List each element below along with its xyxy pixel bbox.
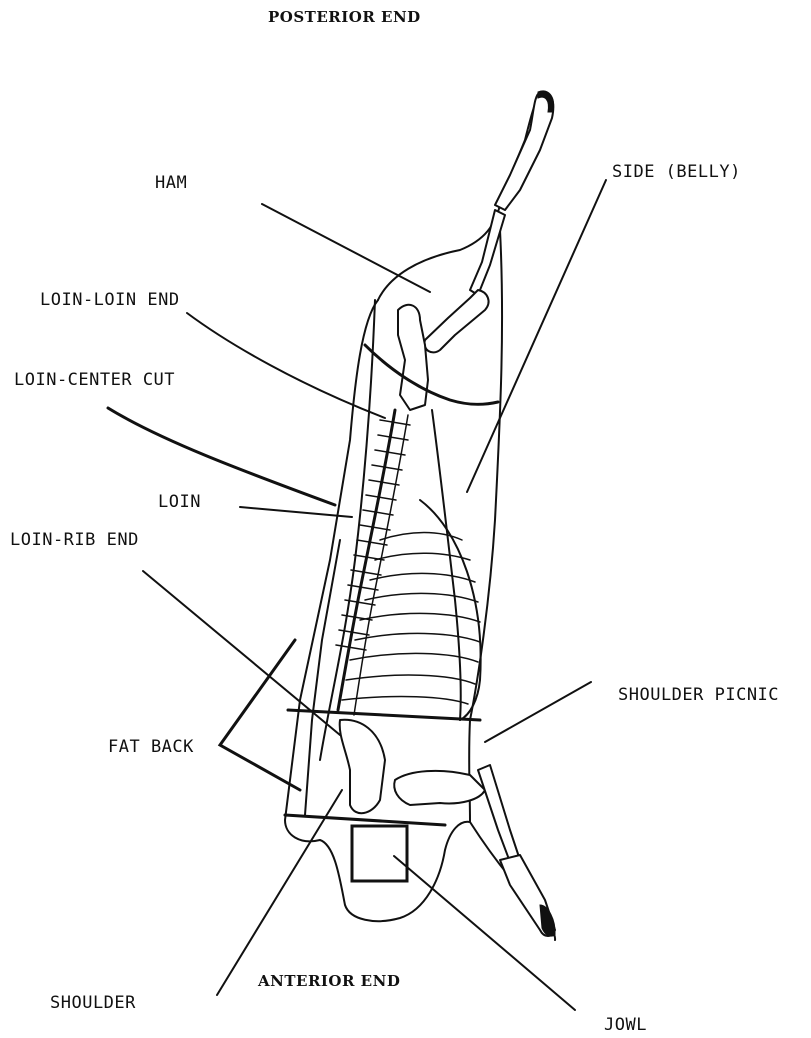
loin-leader xyxy=(240,507,352,517)
loin-label: LOIN xyxy=(158,492,201,512)
hind-trotter xyxy=(495,92,553,210)
loin-end-leader xyxy=(187,313,385,418)
jowl-box xyxy=(352,826,407,881)
center-cut-leader xyxy=(108,408,335,505)
jowl-label: JOWL xyxy=(604,1015,647,1035)
loin-center-cut-label: LOIN-CENTER CUT xyxy=(14,370,175,390)
scapula-bone xyxy=(340,720,385,813)
spine-inner xyxy=(354,415,408,715)
fore-leg-bone xyxy=(478,765,520,862)
picnic-leader xyxy=(485,682,591,742)
side-belly-label: SIDE (BELLY) xyxy=(612,162,741,182)
pelvis-bone xyxy=(398,305,428,410)
anterior-end-label: ANTERIOR END xyxy=(257,972,400,990)
loin-edge xyxy=(320,300,375,760)
posterior-end-label: POSTERIOR END xyxy=(268,8,421,26)
fat-back-label: FAT BACK xyxy=(108,737,194,757)
jowl-cut-line xyxy=(285,815,445,825)
fat-back-leader xyxy=(220,640,300,790)
loin-rib-end-label: LOIN-RIB END xyxy=(10,530,139,550)
loin-loin-end-label: LOIN-LOIN END xyxy=(40,290,180,310)
side-belly-leader xyxy=(467,180,606,492)
femur-bone xyxy=(424,290,488,352)
humerus-bone xyxy=(394,771,485,805)
shoulder-label: SHOULDER xyxy=(50,993,136,1013)
shoulder-leader xyxy=(217,790,342,995)
shoulder-picnic-label: SHOULDER PICNIC xyxy=(618,685,779,705)
ham-leader xyxy=(262,204,430,292)
hind-leg-bone xyxy=(470,210,505,295)
belly-line xyxy=(432,410,461,720)
ham-label: HAM xyxy=(155,173,187,193)
carcass-outline-belly xyxy=(378,95,540,822)
ham-cut-line xyxy=(365,345,498,404)
